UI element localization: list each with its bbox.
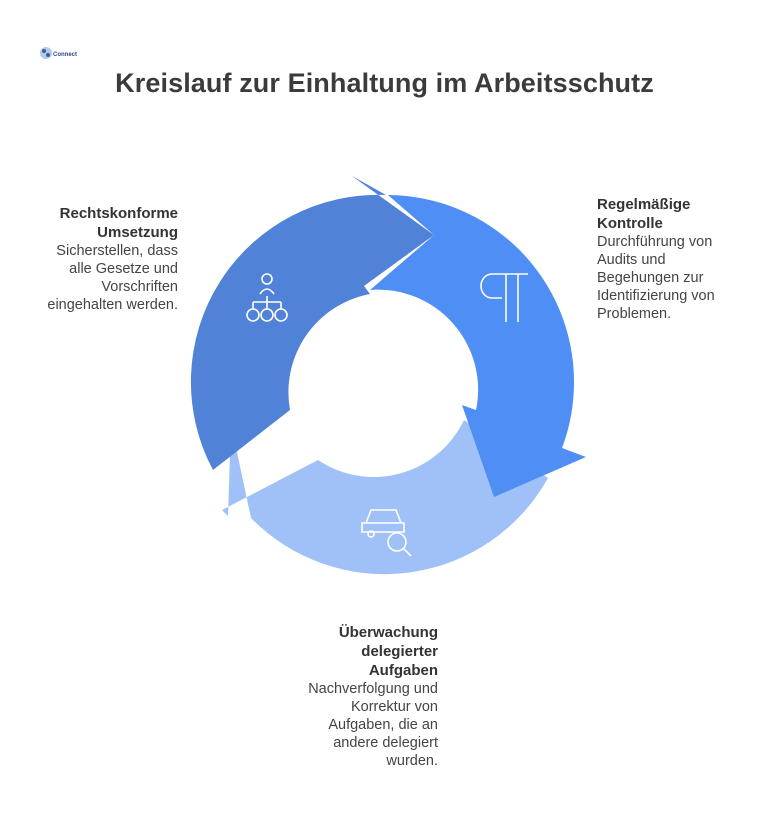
stage-text: Nachverfolgung und Korrektur von Aufgabe… [308, 681, 438, 769]
stage-heading: Überwachung delegierter Aufgaben [338, 624, 438, 679]
page-title: Kreislauf zur Einhaltung im Arbeitsschut… [115, 68, 654, 98]
segment-top [190, 176, 434, 470]
logo-text: Connect [53, 52, 77, 58]
hierarchy-icon [246, 273, 288, 322]
stage-right: Regelmäßige Kontrolle Durchführung von A… [597, 195, 747, 323]
stage-heading: Rechtskonforme Umsetzung [59, 205, 178, 241]
paragraph-icon [480, 273, 528, 322]
stage-text: Sicherstellen, dass alle Gesetze und Vor… [47, 243, 178, 313]
stage-left: Rechtskonforme Umsetzung Sicherstellen, … [30, 204, 178, 314]
stage-heading: Regelmäßige Kontrolle [597, 196, 691, 232]
segment-bottom [222, 420, 548, 575]
stage-bottom: Überwachung delegierter Aufgaben Nachver… [300, 623, 438, 770]
segment-right [370, 195, 586, 497]
stage-text: Durchführung von Audits und Begehungen z… [597, 234, 715, 322]
logo: Connect [38, 44, 84, 62]
car-search-icon [361, 509, 412, 557]
